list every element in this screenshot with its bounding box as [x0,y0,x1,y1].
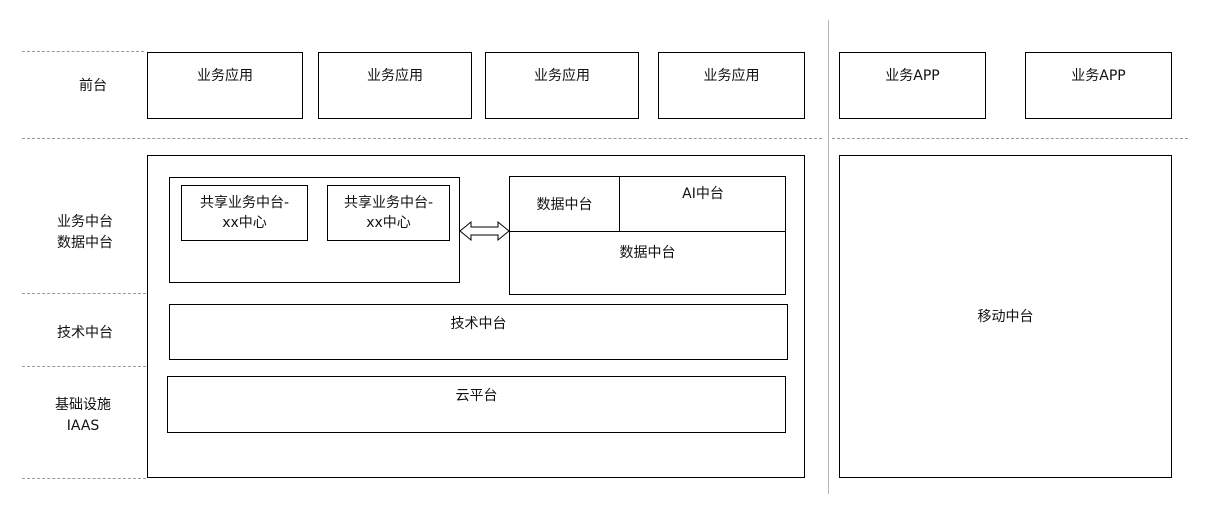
separator-frontend-bottom-right [832,138,1188,139]
mobile-app-box-2: 业务APP [1025,52,1172,119]
data-platform-small-label: 数据中台 [536,197,593,213]
data-platform-group [509,176,786,295]
mobile-app-box-1: 业务APP [839,52,986,119]
frontend-app-label: 业务应用 [367,68,423,84]
separator-tech-bottom [22,366,146,367]
vertical-divider [828,20,829,494]
label-infra: 基础设施 IAAS [55,397,111,434]
label-frontend: 前台 [79,78,107,94]
frontend-app-label: 业务应用 [534,68,590,84]
separator-top-left [22,51,144,52]
mobile-app-label: 业务APP [885,68,940,84]
label-business-data: 业务中台 数据中台 [57,214,113,251]
frontend-app-label: 业务应用 [197,68,253,84]
tech-platform-label: 技术中台 [450,316,507,332]
frontend-app-box-2: 业务应用 [318,52,472,119]
shared-center-box-1: 共享业务中台- xx中心 [181,185,308,241]
frontend-app-label: 业务应用 [703,68,760,84]
cloud-platform-label: 云平台 [455,388,498,404]
frontend-app-box-4: 业务应用 [658,52,805,119]
mobile-platform-label: 移动中台 [977,308,1034,325]
shared-center-label: 共享业务中台- xx中心 [343,195,434,231]
mobile-app-label: 业务APP [1071,68,1126,84]
label-tech: 技术中台 [57,325,113,341]
cloud-platform-box: 云平台 [167,376,786,433]
shared-center-label: 共享业务中台- xx中心 [199,195,290,231]
mobile-platform-box: 移动中台 [839,155,1172,478]
separator-middle-platform-bottom [22,293,146,294]
data-platform-bottom-label: 数据中台 [619,245,676,261]
ai-platform-label: AI中台 [682,186,724,202]
bidirectional-arrow-icon [459,220,510,242]
data-platform-divider-vertical [619,176,620,232]
tech-platform-box: 技术中台 [169,304,788,360]
frontend-app-box-1: 业务应用 [147,52,303,119]
separator-frontend-bottom-left [22,138,822,139]
separator-infra-bottom [22,478,146,479]
data-platform-divider-horizontal [509,231,786,232]
frontend-app-box-3: 业务应用 [485,52,639,119]
shared-center-box-2: 共享业务中台- xx中心 [327,185,450,241]
